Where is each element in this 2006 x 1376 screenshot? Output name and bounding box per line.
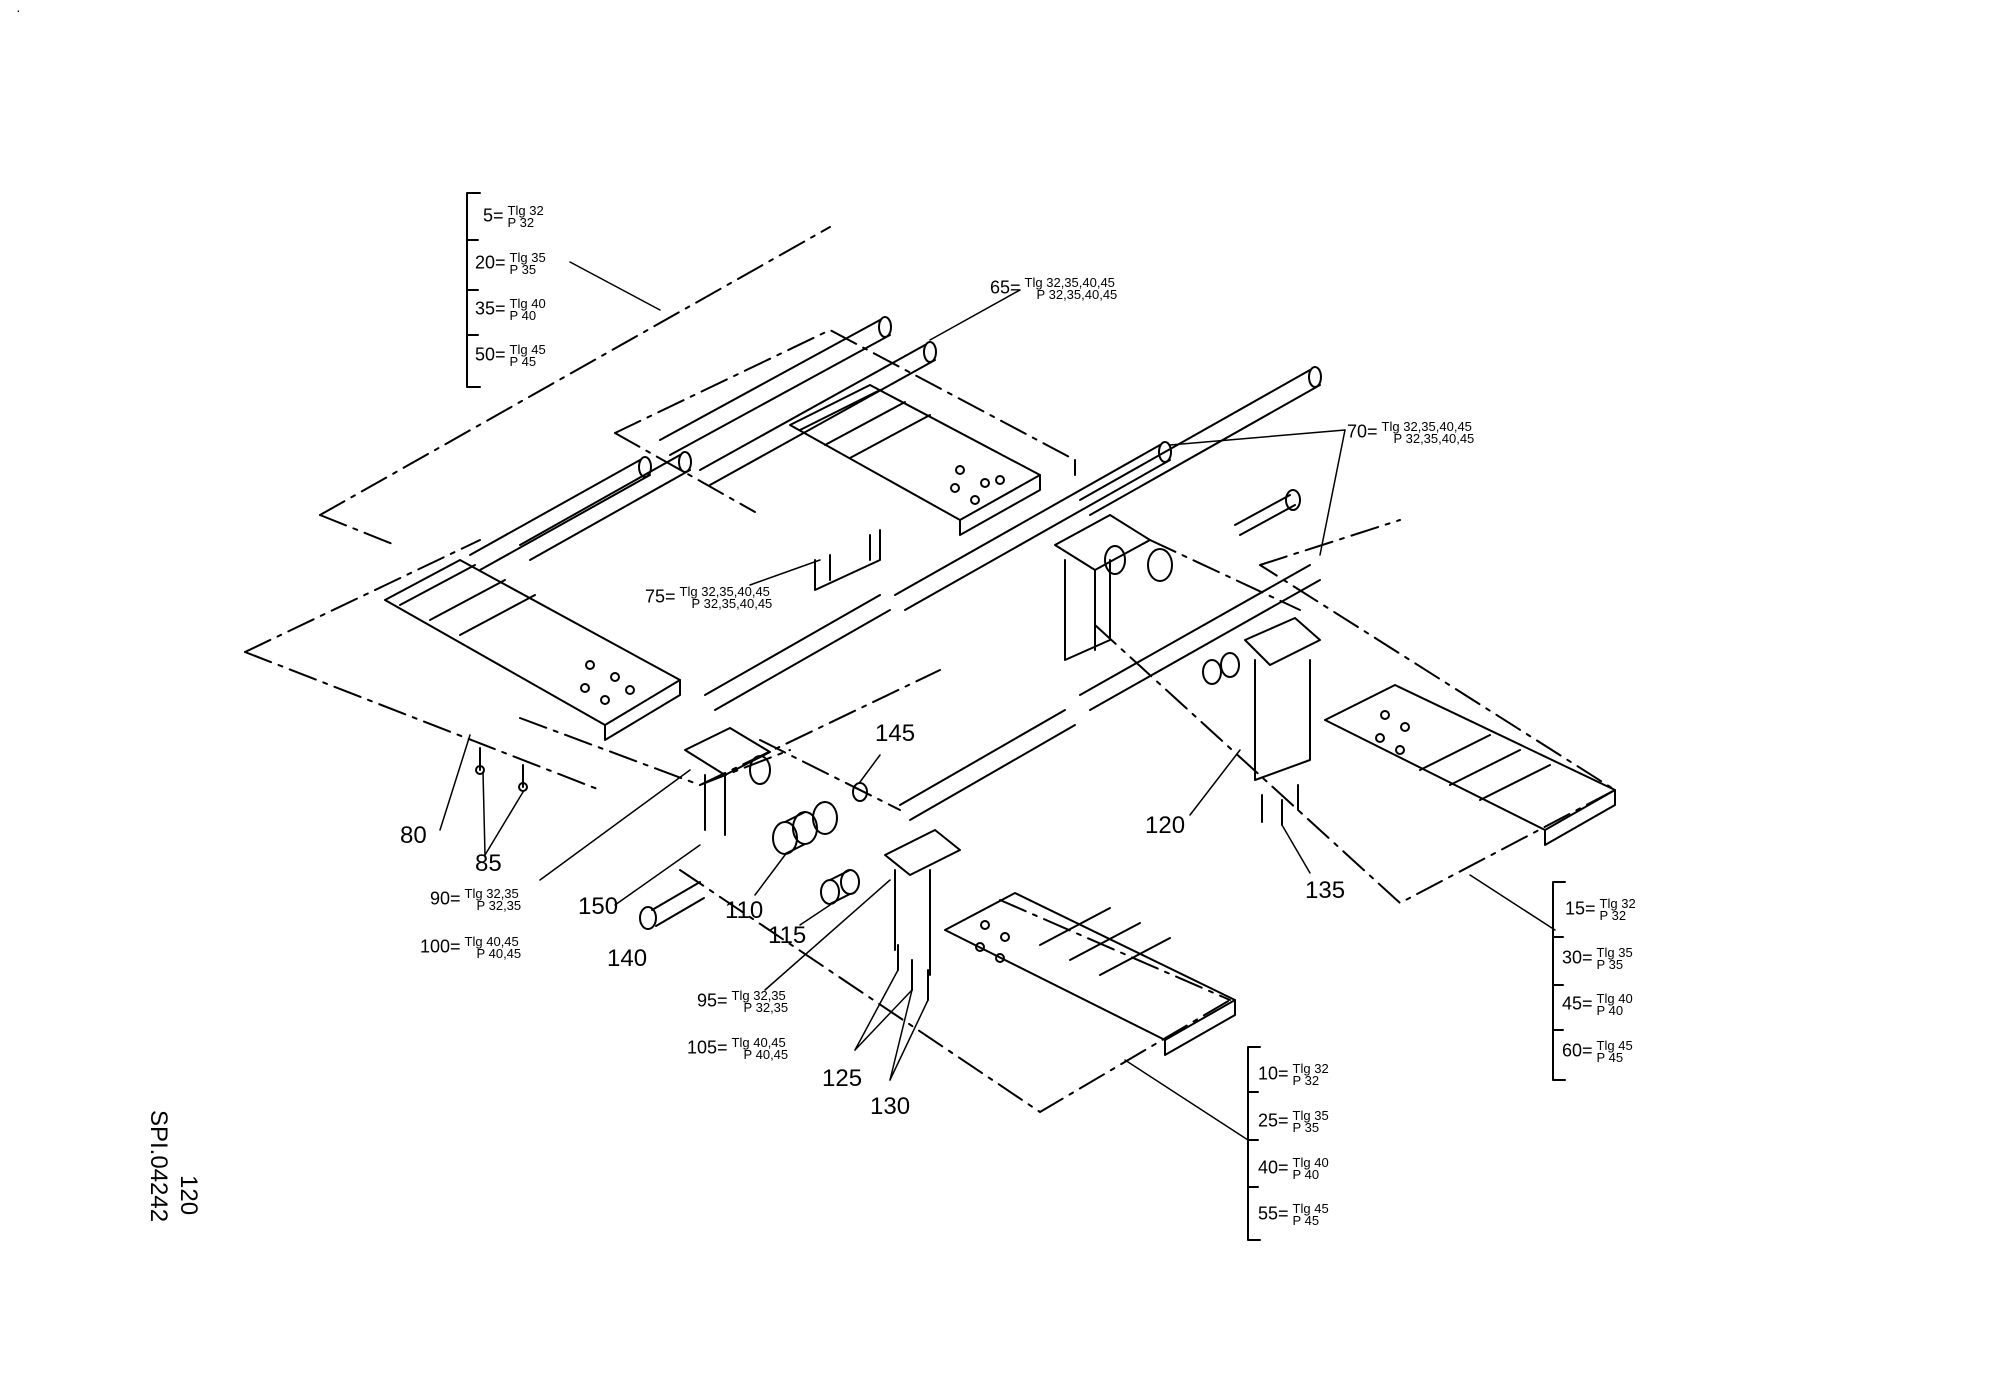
- bushing-110: [772, 811, 818, 855]
- part-number-125: 125: [822, 1065, 863, 1092]
- assembly-outline-bottom: [679, 739, 1231, 1113]
- bracket-bottom: [1247, 1046, 1261, 1241]
- bushing-145: [812, 782, 868, 835]
- hinge-bracket-right: [1244, 617, 1321, 781]
- shaft-lower-middle: [899, 709, 1076, 821]
- shaft-right-upper: [1079, 366, 1322, 516]
- part-number-145: 145: [875, 720, 916, 747]
- part-number-115: 115: [768, 922, 807, 949]
- shaft-middle-upper: [894, 441, 1172, 611]
- shaft-right-lower: [1079, 564, 1321, 711]
- track-plate-right: [1324, 684, 1616, 846]
- hinge-bracket-center: [1054, 514, 1173, 661]
- hinge-bracket-lower-left: [684, 727, 771, 836]
- assembly-outline-left: [244, 539, 941, 791]
- hinge-bracket-lower-middle: [884, 829, 961, 976]
- assembly-outline-upper: [319, 226, 1076, 546]
- shaft-upper-left: [469, 451, 692, 571]
- corner-mark: ·: [16, 2, 21, 18]
- assembly-outline-right: [1094, 519, 1616, 904]
- part-number-130: 130: [870, 1093, 911, 1120]
- part-number-140: 140: [607, 945, 648, 972]
- bushing-115: [820, 869, 860, 905]
- part-number-120: 120: [1145, 812, 1186, 839]
- track-plate-bottom: [944, 892, 1236, 1056]
- shaft-upper-right: [659, 316, 937, 486]
- part-number-135: 135: [1305, 877, 1346, 904]
- drawing-id: SPI.04242: [145, 1110, 172, 1223]
- part-number-110: 110: [725, 897, 764, 924]
- bushing-right: [1202, 652, 1240, 685]
- pin-140: [639, 881, 705, 930]
- track-plate-left: [384, 559, 681, 741]
- bracket-right: [1552, 881, 1566, 1081]
- clip-75: [814, 529, 881, 591]
- pin-top-right: [1234, 489, 1301, 536]
- page-number: 120: [175, 1175, 202, 1216]
- part-number-150: 150: [578, 893, 619, 920]
- bolts-135: [1261, 784, 1299, 826]
- part-number-80: 80: [400, 822, 427, 849]
- bracket-top-left: [466, 192, 481, 388]
- shaft-middle-lower: [704, 594, 891, 711]
- track-plate-upper: [789, 384, 1041, 536]
- bolts-125-130: [897, 944, 929, 1001]
- leader-lines: [439, 261, 1556, 1141]
- part-number-85: 85: [475, 850, 502, 877]
- bolts-80-85: [475, 747, 528, 792]
